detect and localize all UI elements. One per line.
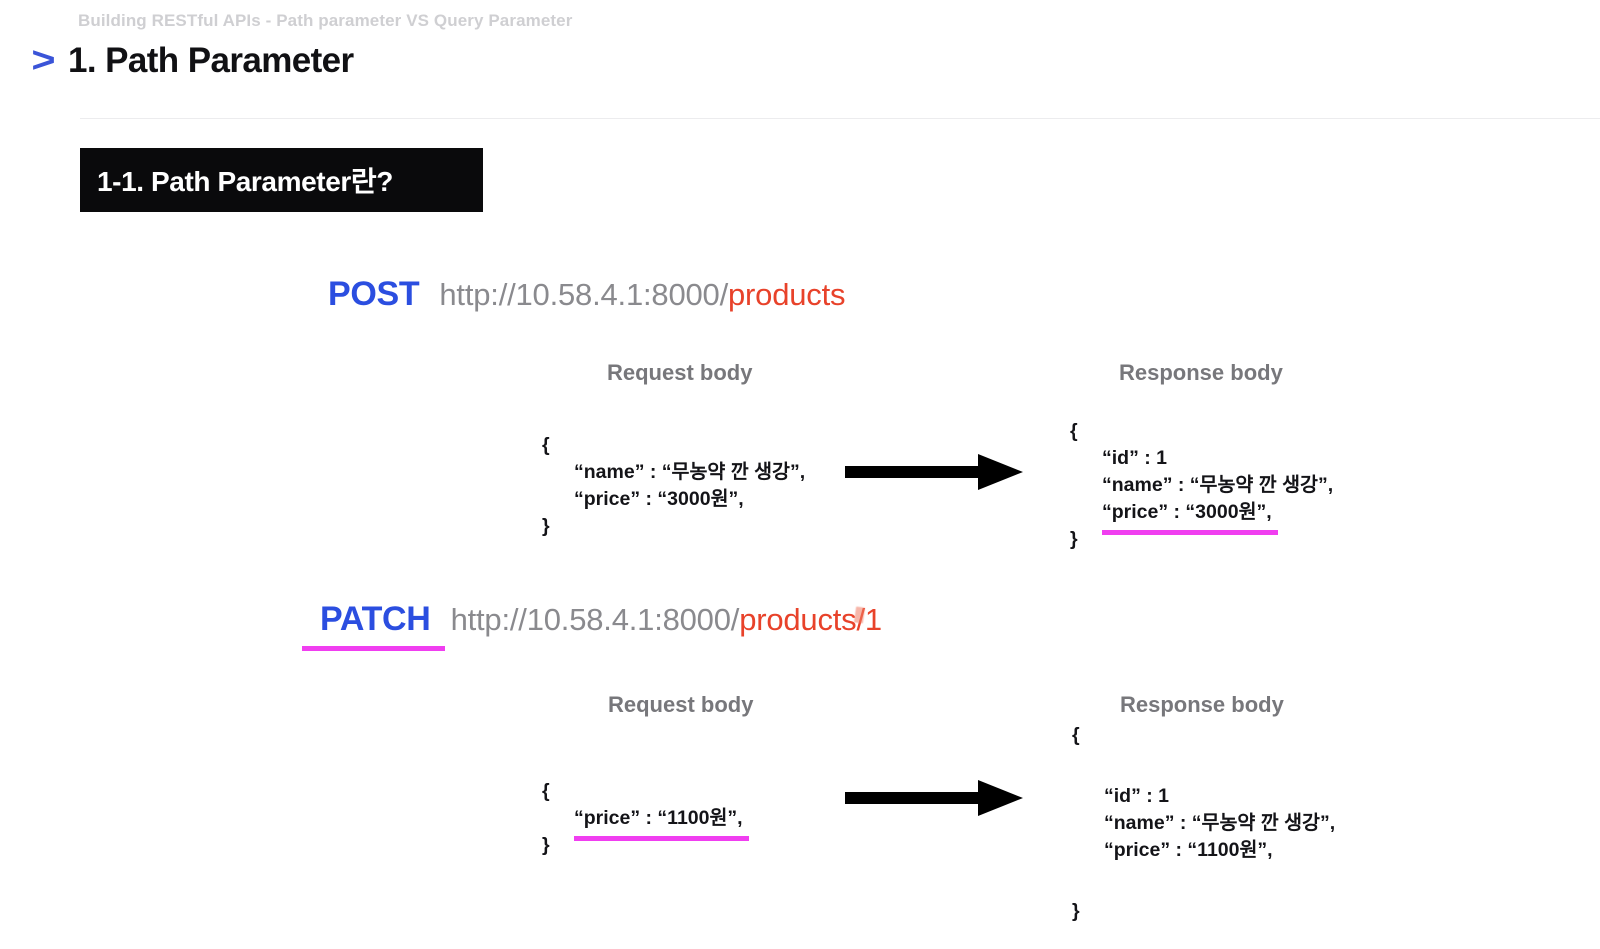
request-url-patch: http://10.58.4.1:8000/products/1 bbox=[450, 602, 883, 638]
json-close-brace: } bbox=[542, 515, 550, 537]
json-line-text: “name” : “무농약 깐 생강”, bbox=[1102, 474, 1334, 496]
json-line: “price” : “1100원”, bbox=[542, 805, 749, 841]
request-body-json-1: { “name” : “무농약 깐 생강”, “price” : “3000원”… bbox=[542, 432, 805, 540]
request-line-patch: PATCH http://10.58.4.1:8000/products/1 bbox=[302, 600, 883, 651]
json-line-text: “price” : “1100원”, bbox=[1104, 839, 1273, 861]
response-body-title-1: Response body bbox=[1119, 360, 1283, 385]
chevron-right-icon: > bbox=[31, 39, 56, 80]
arrow-right-icon bbox=[845, 780, 1023, 816]
request-url-post: http://10.58.4.1:8000/products bbox=[439, 277, 845, 313]
json-line: “price” : “3000원”, bbox=[1070, 499, 1333, 535]
response-body-json-2: { “id” : 1 “name” : “무농약 깐 생강”, “price” … bbox=[1072, 722, 1335, 925]
json-line: “name” : “무농약 깐 생강”, bbox=[1072, 810, 1335, 837]
page-title: 1. Path Parameter bbox=[68, 40, 354, 80]
section-badge: 1-1. Path Parameter란? bbox=[80, 148, 483, 212]
json-close-brace: } bbox=[1072, 900, 1080, 922]
section-badge-label: 1-1. Path Parameter란? bbox=[97, 166, 393, 197]
header-divider bbox=[80, 118, 1600, 119]
json-open-brace: { bbox=[1072, 724, 1080, 746]
json-close-brace: } bbox=[1070, 528, 1078, 550]
url-base: http://10.58.4.1:8000/ bbox=[450, 602, 740, 637]
response-body-title-2: Response body bbox=[1120, 692, 1284, 717]
breadcrumb: Building RESTful APIs - Path parameter V… bbox=[78, 11, 573, 30]
json-line: “price” : “3000원”, bbox=[542, 486, 805, 513]
request-body-title-1: Request body bbox=[607, 360, 753, 385]
json-line: “name” : “무농약 깐 생강”, bbox=[542, 459, 805, 486]
json-line-text: “id” : 1 bbox=[1102, 447, 1168, 469]
json-line-text: “name” : “무농약 깐 생강”, bbox=[574, 461, 806, 483]
json-close-brace: } bbox=[542, 834, 550, 856]
json-line: “id” : 1 bbox=[1072, 749, 1335, 810]
json-line-text: “price” : “3000원”, bbox=[574, 488, 744, 510]
json-line: “name” : “무농약 깐 생강”, bbox=[1070, 472, 1333, 499]
http-method-patch: PATCH bbox=[302, 600, 445, 651]
url-path: products bbox=[728, 277, 846, 312]
json-open-brace: { bbox=[542, 434, 550, 456]
json-open-brace: { bbox=[542, 780, 550, 802]
json-line-text-highlighted: “price” : “1100원”, bbox=[574, 805, 749, 841]
request-line-post: POST http://10.58.4.1:8000/products bbox=[328, 275, 846, 316]
json-line: “price” : “1100원”, bbox=[1072, 837, 1335, 864]
json-open-brace: { bbox=[1070, 420, 1078, 442]
response-body-json-1: { “id” : 1 “name” : “무농약 깐 생강”, “price” … bbox=[1070, 418, 1333, 553]
json-line-text: “id” : 1 bbox=[1104, 785, 1170, 807]
request-body-json-2: { “price” : “1100원”, } bbox=[542, 778, 749, 859]
request-body-title-2: Request body bbox=[608, 692, 754, 717]
json-line: “id” : 1 bbox=[1070, 445, 1333, 472]
url-base: http://10.58.4.1:8000/ bbox=[439, 277, 728, 312]
http-method-post: POST bbox=[328, 275, 420, 313]
json-line-text: “name” : “무농약 깐 생강”, bbox=[1104, 812, 1336, 834]
arrow-right-icon bbox=[845, 454, 1023, 490]
page-title-row: > 1. Path Parameter bbox=[31, 39, 354, 80]
json-line-text-highlighted: “price” : “3000원”, bbox=[1102, 499, 1278, 535]
